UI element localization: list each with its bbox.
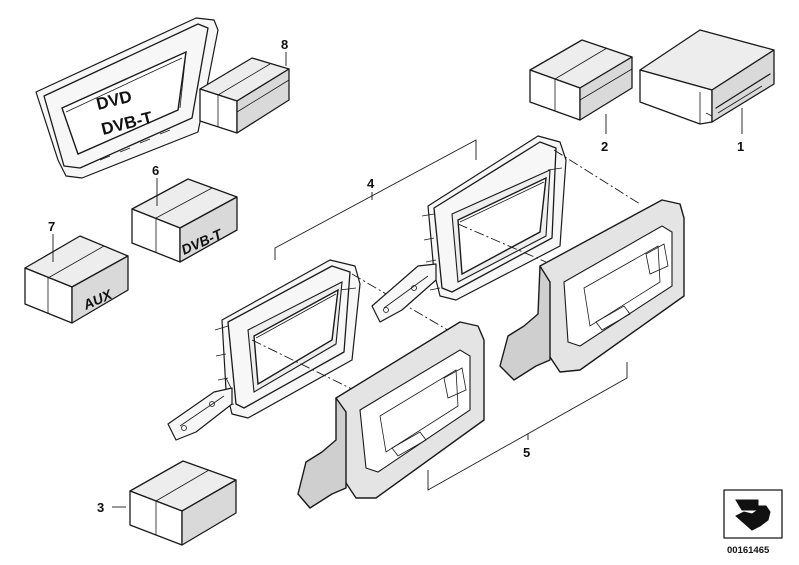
display-panel-dvd-dvbt: DVD DVB-T [35,17,219,179]
part-symbol-icon [735,499,771,531]
callout-5: 5 [523,445,530,460]
box-part-8 [199,57,290,134]
dvd-player-unit-1 [639,29,775,125]
reference-number: 00161465 [727,545,770,556]
callout-8: 8 [281,37,288,52]
callout-3: 3 [97,500,104,515]
box-part-7-aux [24,235,129,324]
callout-4: 4 [367,176,375,191]
monitor-assembly-left [167,259,459,441]
box-part-3 [129,460,237,546]
callout-1: 1 [737,139,744,154]
callout-7: 7 [48,219,55,234]
box-part-2 [529,39,633,121]
bracket-callout-5 [427,362,628,491]
housing-right [499,199,685,381]
monitor-assembly-right [371,135,641,323]
callout-6: 6 [152,163,159,178]
box-part-6-dvbt [131,178,238,263]
bracket-callout-4 [274,139,477,260]
housing-left [297,321,485,509]
callout-2: 2 [601,139,608,154]
reference-badge: 00161465 [723,489,783,556]
